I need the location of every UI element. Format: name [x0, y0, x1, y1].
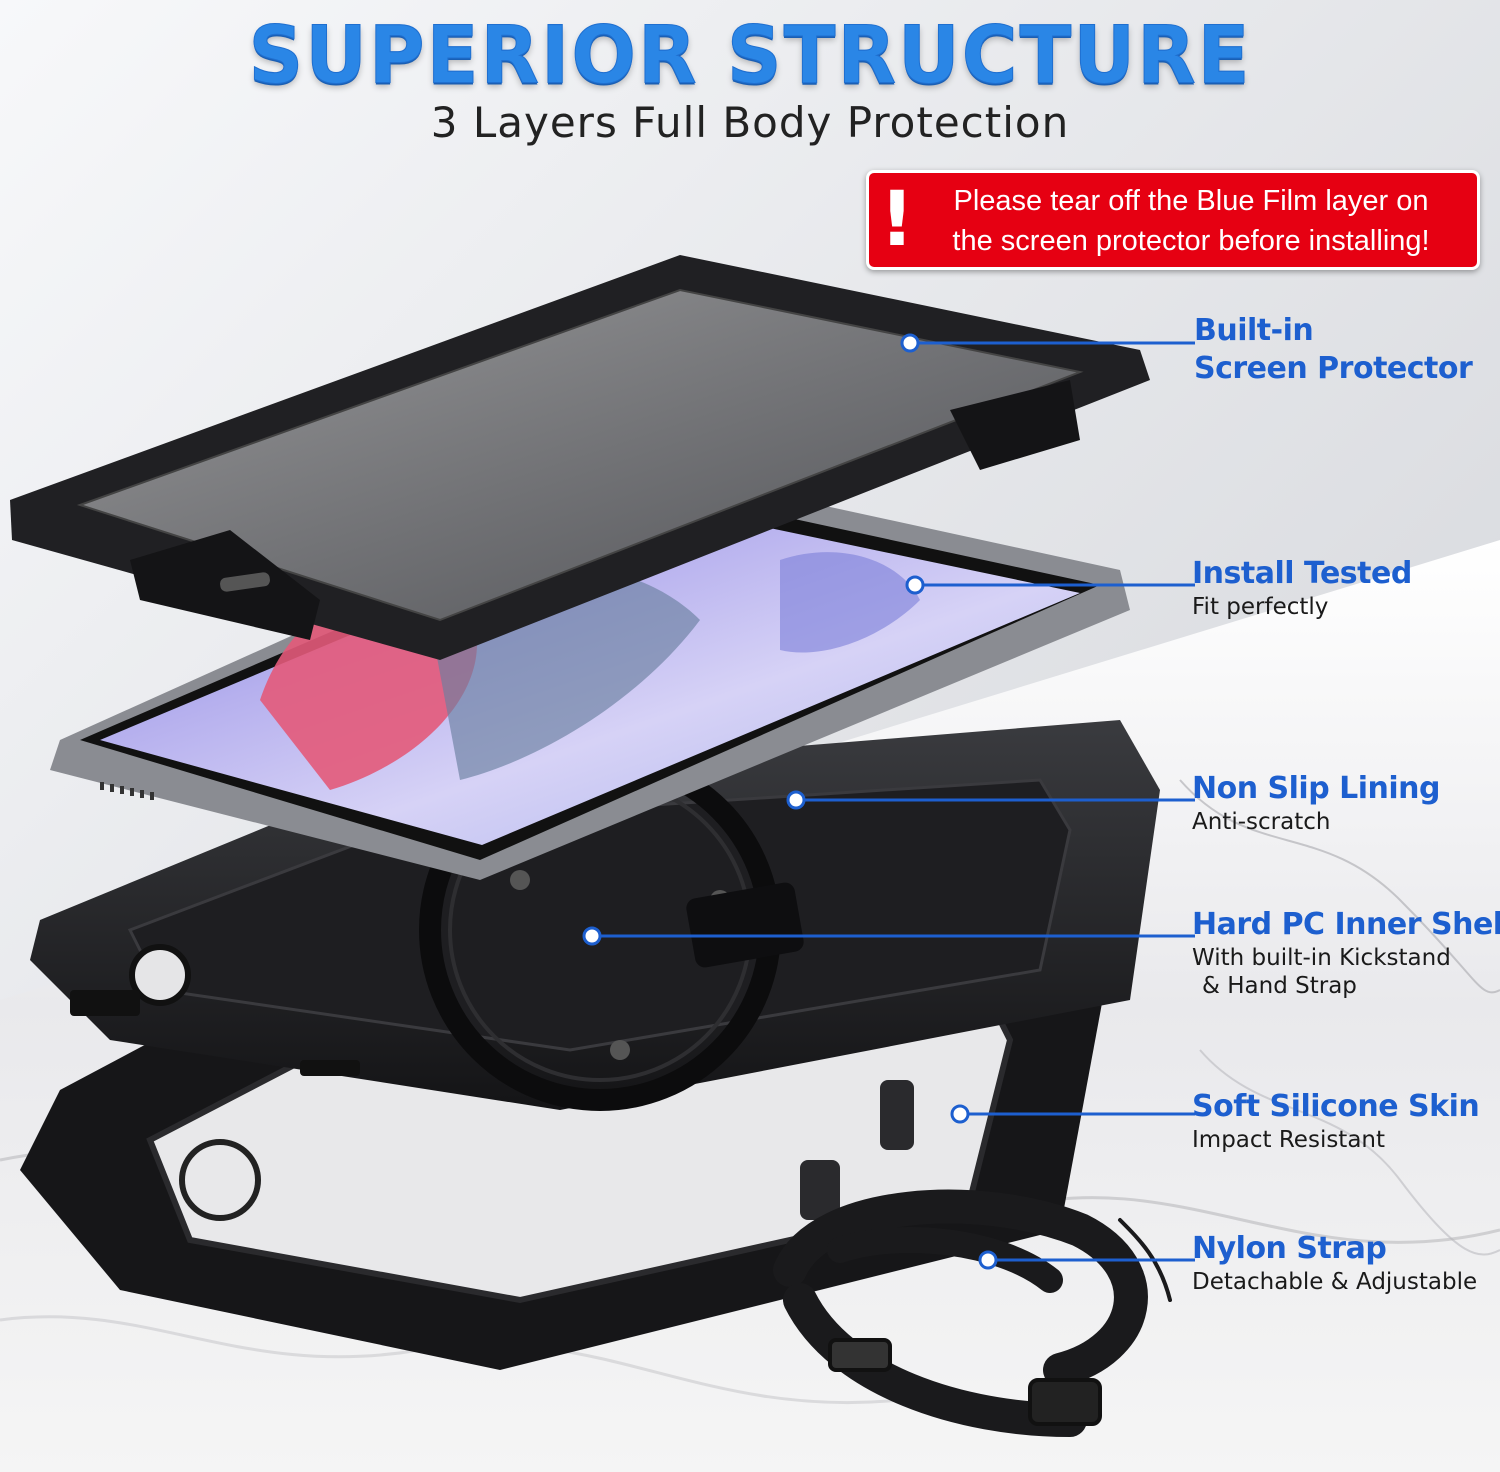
callout-desc: With built-in Kickstand [1192, 945, 1451, 971]
callout-non-slip-lining: Non Slip Lining Anti-scratch [1192, 770, 1440, 836]
callout-soft-silicone-skin: Soft Silicone Skin Impact Resistant [1192, 1088, 1480, 1154]
callout-leaders [582, 333, 1195, 1270]
callout-screen-protector: Built-in Screen Protector [1194, 312, 1473, 388]
callout-desc: Impact Resistant [1192, 1127, 1386, 1153]
callout-nylon-strap: Nylon Strap Detachable & Adjustable [1192, 1230, 1477, 1296]
screen-protector-frame [10, 255, 1150, 660]
warning-line-1: Please tear off the Blue Film layer on [953, 185, 1429, 217]
callout-title: Non Slip Lining [1192, 771, 1440, 806]
nylon-strap [773, 1189, 1172, 1437]
callout-desc: & Hand Strap [1202, 973, 1357, 999]
page-title: SUPERIOR STRUCTURE [248, 7, 1252, 102]
callout-desc: Detachable & Adjustable [1192, 1269, 1478, 1295]
callout-title: Screen Protector [1194, 351, 1473, 386]
warning-line-2: the screen protector before installing! [952, 225, 1430, 257]
callout-desc: Anti-scratch [1192, 809, 1331, 835]
callout-hard-pc-shell: Hard PC Inner Shell With built-in Kickst… [1192, 906, 1500, 1000]
page-subtitle: 3 Layers Full Body Protection [430, 98, 1070, 147]
callout-title: Hard PC Inner Shell [1192, 907, 1500, 942]
callout-title: Built-in [1194, 313, 1314, 348]
warning-banner: ! Please tear off the Blue Film layer on… [866, 170, 1480, 270]
callout-title: Nylon Strap [1192, 1231, 1387, 1266]
callout-desc: Fit perfectly [1192, 594, 1329, 620]
callout-title: Soft Silicone Skin [1192, 1089, 1480, 1124]
callout-title: Install Tested [1192, 556, 1412, 591]
warning-text: Please tear off the Blue Film layer on t… [911, 181, 1471, 261]
callout-install-tested: Install Tested Fit perfectly [1192, 555, 1412, 621]
exclamation-icon: ! [879, 174, 915, 263]
tablet-device [50, 470, 1130, 880]
